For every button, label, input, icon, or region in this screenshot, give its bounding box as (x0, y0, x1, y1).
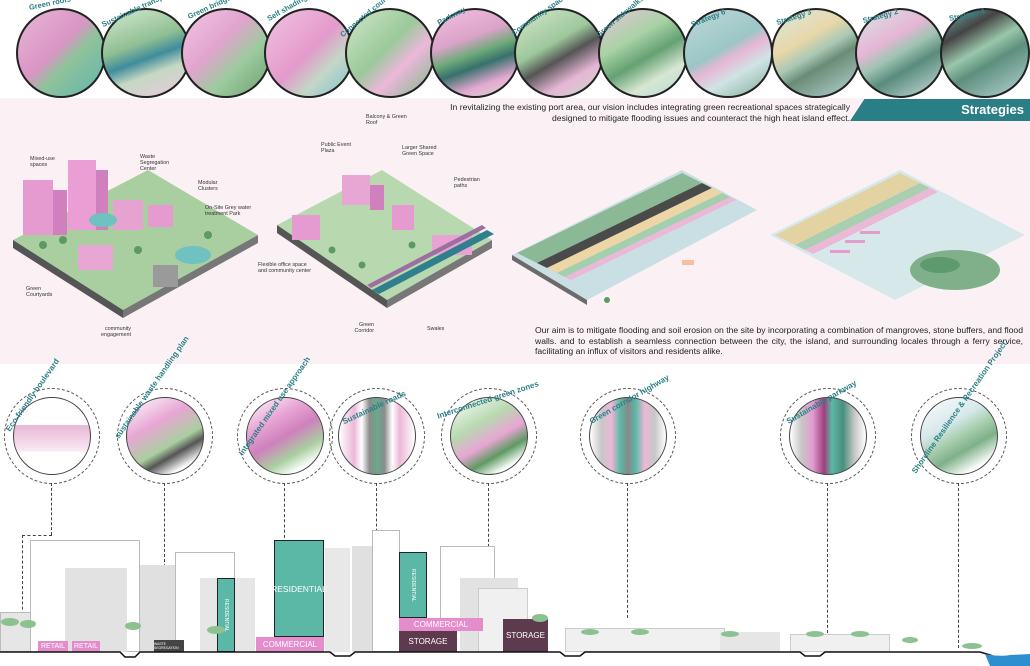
strategy-circle-green-roofs (16, 8, 106, 98)
residential-tower-2-label: RESIDENTIAL (410, 568, 416, 602)
section-title: Strategies (961, 102, 1024, 117)
aim-paragraph: Our aim is to mitigate flooding and soil… (535, 325, 1023, 356)
residential-tower-2 (399, 552, 427, 618)
background-building (352, 546, 374, 652)
ground-line (0, 651, 1030, 666)
residential-tower-1-label: RESIDENTIAL (223, 598, 229, 632)
waste-segregation-block: WASTE SEGREGATION (154, 640, 184, 652)
plan-circle-shoreline-resilience (920, 397, 998, 475)
label-onsite-grey-water: On-Site Grey water treatment Park (205, 205, 252, 217)
plan-circle-green-corridor-highway (589, 397, 667, 475)
strategy-circle-self-shading (264, 8, 354, 98)
label-waste-segregation: Waste Segregation Center (140, 154, 170, 172)
label-community-engagement: community engagement (101, 326, 131, 338)
plan-circle-waste-handling (126, 397, 204, 475)
label-green-courtyards: Green Courtyards (26, 286, 53, 298)
connector-line (164, 483, 165, 633)
green-corridor-axonometric-illustration (277, 170, 494, 308)
dashed-ring (4, 388, 100, 484)
connector-line (22, 535, 23, 625)
label-modular-clusters: Modular Clusters (198, 180, 218, 192)
connector-line (827, 483, 828, 633)
dashed-ring (441, 388, 537, 484)
label-mixed-use: Mixed-use spaces (30, 156, 55, 168)
commercial-block-2: COMMERCIAL (399, 618, 483, 631)
plan-circle-sustainable-parkway (789, 397, 867, 475)
section-title-tab (850, 99, 1030, 121)
storage-block-2: STORAGE (503, 619, 548, 652)
shoreline-strategy-illustration-2 (770, 170, 1025, 300)
dashed-ring (911, 388, 1007, 484)
retail-block: RETAIL (72, 641, 100, 652)
dashed-ring (117, 388, 213, 484)
plan-circle-sustainable-roads (338, 397, 416, 475)
plan-circle-eco-boulevard (13, 397, 91, 475)
background-building (65, 568, 127, 652)
section-vegetation (1, 614, 982, 649)
connector-line (51, 483, 52, 535)
strategy-circle-strategy-4 (940, 8, 1030, 98)
intro-paragraph: In revitalizing the existing port area, … (450, 102, 850, 123)
shoreline-strategy-illustration-1 (512, 170, 757, 305)
strategy-circle-community-spaces (514, 8, 604, 98)
dashed-ring (580, 388, 676, 484)
plan-circle-mixed-use (246, 397, 324, 475)
dashed-ring (780, 388, 876, 484)
label-green-corridor: Green Corridor (354, 322, 374, 334)
background-building (720, 632, 780, 652)
residential-tower-big: RESIDENTIAL (271, 540, 327, 637)
label-swales: Swales (427, 326, 445, 332)
commercial-block-1: COMMERCIAL (256, 637, 324, 652)
label-larger-shared-green: Larger Shared Green Space (402, 145, 437, 157)
connector-line (958, 483, 959, 648)
strategy-circle-green-bridges (181, 8, 271, 98)
mixed-use-axonometric-illustration (13, 160, 258, 318)
plan-circle-green-zones (450, 397, 528, 475)
background-building (325, 548, 350, 652)
strategy-circle-strategy-3 (771, 8, 861, 98)
connector-line (22, 535, 52, 536)
strategy-circle-green-sidewalks (598, 8, 688, 98)
dashed-ring (329, 388, 425, 484)
label-pedestrian-paths: Pedestrian paths (454, 177, 480, 189)
storage-block-1: STORAGE (399, 631, 457, 652)
label-balcony-green-roof: Balcony & Green Roof (366, 114, 407, 126)
label-public-event-plaza: Public Event Plaza (321, 142, 351, 154)
label-flexible-office: Flexible office space and community cent… (258, 262, 312, 274)
strategy-circle-connected-courtyards (345, 8, 435, 98)
connector-line (284, 483, 285, 543)
strategy-circle-sustainable-transportation (101, 8, 191, 98)
connector-line (627, 483, 628, 618)
strategy-circle-strategy-6 (683, 8, 773, 98)
retail-block: RETAIL (38, 641, 68, 652)
strategy-circle-parkway (430, 8, 520, 98)
